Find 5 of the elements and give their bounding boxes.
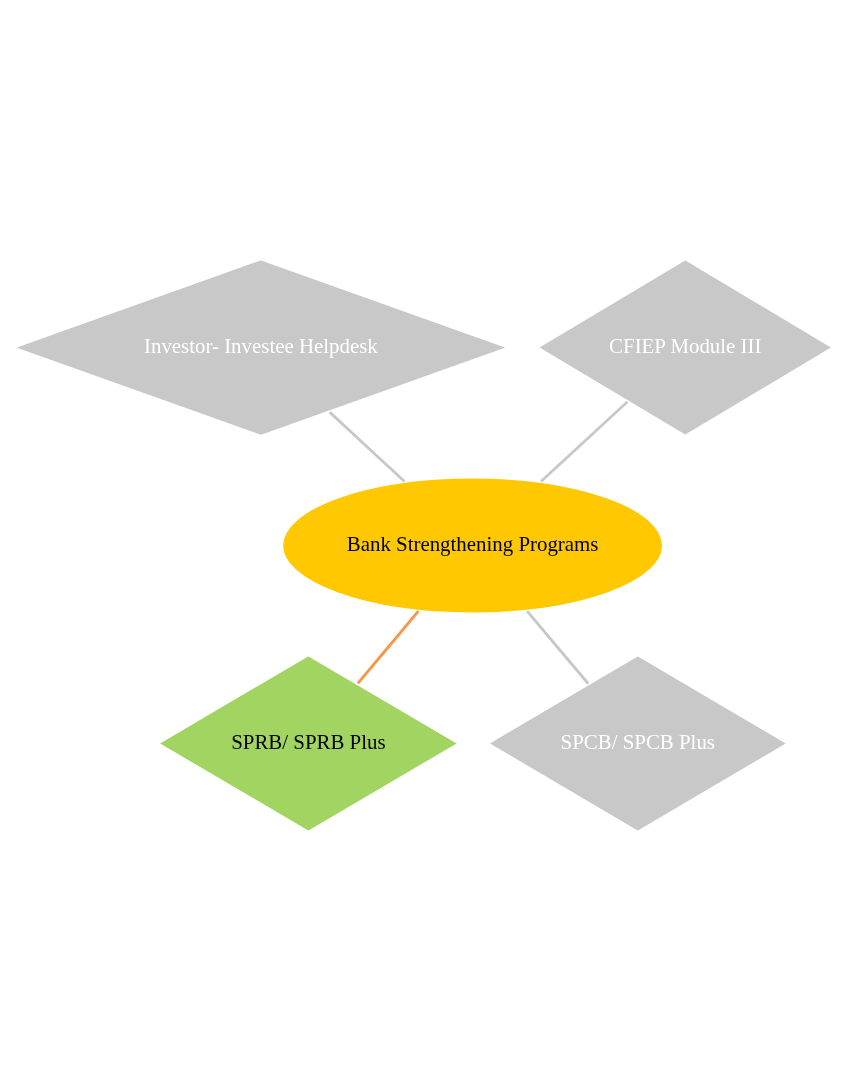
- node-ellipse: Bank Strengthening Programs: [280, 475, 665, 616]
- connector: [356, 610, 420, 685]
- connector: [540, 400, 629, 483]
- connector: [328, 411, 406, 483]
- connector: [526, 610, 590, 685]
